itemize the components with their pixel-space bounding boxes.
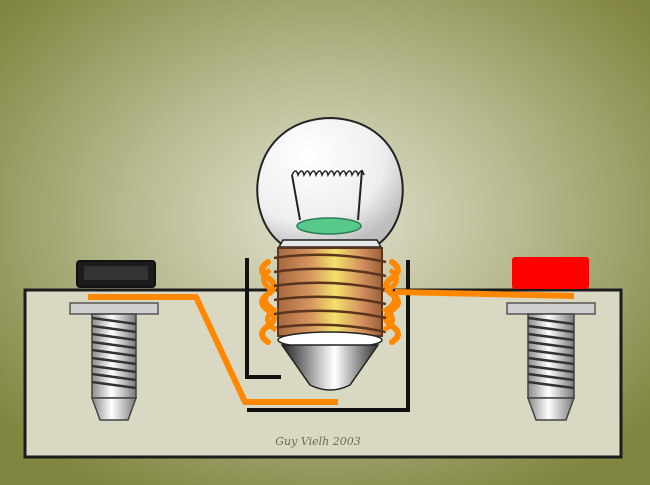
wire-right [394,289,575,299]
wire-left [88,294,338,405]
socket-wire-left [245,258,281,379]
socket-wire-right [247,260,410,412]
right-screw-icon [506,302,596,421]
left-screw-icon [69,302,159,421]
black-terminal-cap-highlight [84,266,148,280]
spring-right [381,267,399,333]
spring-left [261,267,279,333]
red-terminal-cap-icon [512,257,589,289]
credit-text: Guy Vielh 2003 [275,435,360,448]
light-bulb-icon [256,116,404,391]
